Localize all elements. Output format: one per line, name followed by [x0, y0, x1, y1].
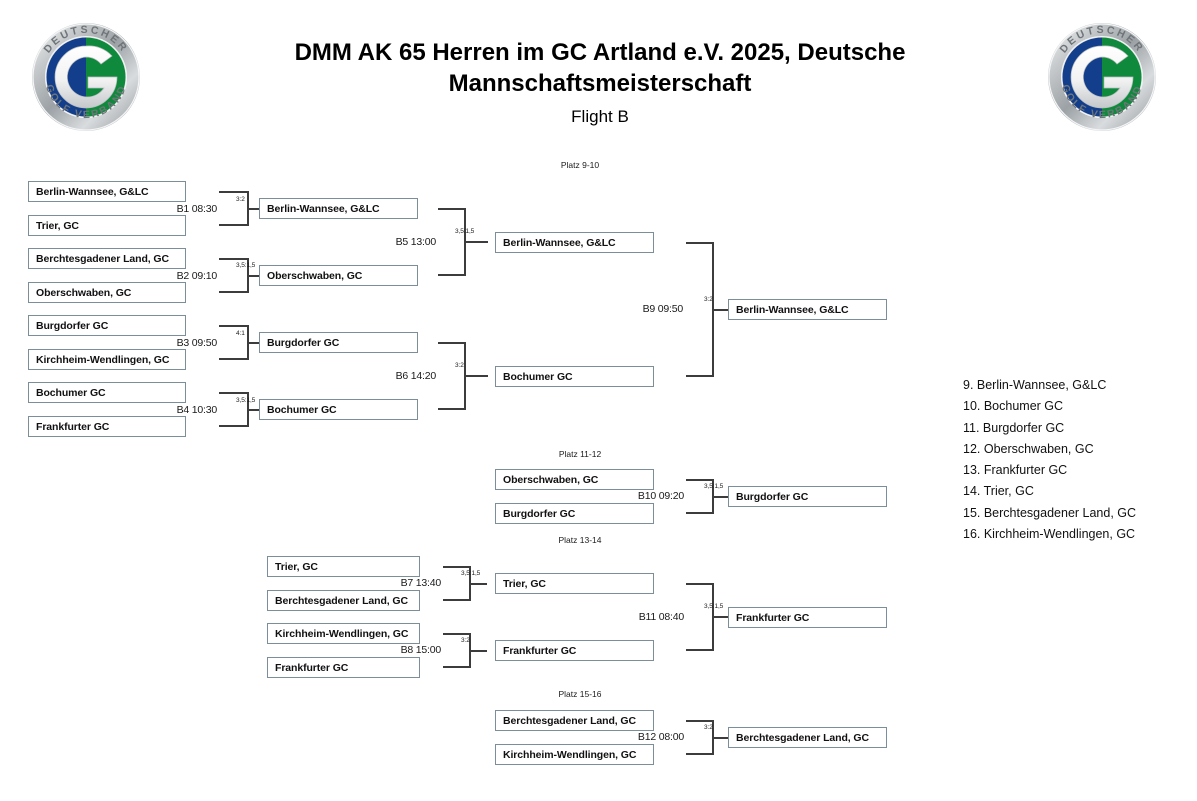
- bracket-connector: [438, 208, 466, 276]
- team-box[interactable]: Frankfurter GC: [267, 657, 420, 678]
- section-label-platz-9-10: Platz 9-10: [560, 160, 600, 170]
- team-box[interactable]: Berchtesgadener Land, GC: [28, 248, 186, 269]
- page-title: DMM AK 65 Herren im GC Artland e.V. 2025…: [294, 39, 906, 97]
- score-label: 3,5:1,5: [704, 483, 724, 490]
- standings-row: 9. Berlin-Wannsee, G&LC: [963, 378, 1107, 392]
- bracket-out-line: [469, 650, 487, 652]
- bracket-out-line: [464, 375, 488, 377]
- score-label: 3:2: [461, 637, 470, 644]
- team-box[interactable]: Trier, GC: [28, 215, 186, 236]
- bracket-out-line: [464, 241, 488, 243]
- dgv-logo-right: DEUTSCHER GOLF VERBAND: [1038, 20, 1166, 134]
- standings-row: 12. Oberschwaben, GC: [963, 441, 1094, 456]
- team-box[interactable]: Kirchheim-Wendlingen, GC: [28, 349, 186, 370]
- standings-row: 10. Bochumer GC: [963, 399, 1064, 414]
- bracket-out-line: [247, 342, 261, 344]
- section-label-platz-11-12: Platz 11-12: [558, 449, 602, 459]
- team-box[interactable]: Burgdorfer GC: [495, 503, 654, 524]
- bracket-out-line: [247, 409, 261, 411]
- team-box[interactable]: Frankfurter GC: [28, 416, 186, 437]
- team-box[interactable]: Oberschwaben, GC: [259, 265, 418, 286]
- team-box[interactable]: Berlin-Wannsee, G&LC: [28, 181, 186, 202]
- match-label: B11 08:40: [638, 611, 684, 623]
- match-label: B1 08:30: [176, 203, 218, 215]
- score-label: 3,5:1,5: [236, 262, 256, 269]
- team-box[interactable]: Trier, GC: [267, 556, 420, 577]
- bracket-connector: [686, 242, 714, 377]
- dgv-logo-left: DEUTSCHER GOLF VERBAND: [22, 20, 150, 134]
- standings-row: 15. Berchtesgadener Land, GC: [963, 505, 1137, 520]
- section-label-platz-15-16: Platz 15-16: [558, 689, 602, 699]
- match-label: B7 13:40: [400, 577, 442, 589]
- score-label: 3,5:1,5: [461, 570, 481, 577]
- team-box[interactable]: Berlin-Wannsee, G&LC: [259, 198, 418, 219]
- score-label: 3:2: [455, 362, 464, 369]
- match-label: B12 08:00: [637, 731, 684, 743]
- score-label: 3,5:1,5: [455, 228, 475, 235]
- team-box[interactable]: Frankfurter GC: [495, 640, 654, 661]
- bracket-connector: [438, 342, 466, 410]
- team-box[interactable]: Kirchheim-Wendlingen, GC: [267, 623, 420, 644]
- score-label: 3:2: [236, 196, 245, 203]
- team-box-winner[interactable]: Berlin-Wannsee, G&LC: [728, 299, 887, 320]
- team-box[interactable]: Bochumer GC: [259, 399, 418, 420]
- score-label: 3:2: [704, 296, 713, 303]
- match-label: B4 10:30: [176, 404, 218, 416]
- team-box-winner[interactable]: Burgdorfer GC: [728, 486, 887, 507]
- team-box-winner[interactable]: Frankfurter GC: [728, 607, 887, 628]
- bracket-out-line: [712, 616, 730, 618]
- bracket-out-line: [712, 496, 730, 498]
- score-label: 3,5:1,5: [236, 397, 256, 404]
- score-label: 3:2: [704, 724, 713, 731]
- bracket-out-line: [247, 208, 261, 210]
- team-box[interactable]: Bochumer GC: [28, 382, 186, 403]
- standings-row: 16. Kirchheim-Wendlingen, GC: [963, 527, 1136, 542]
- page-subtitle: Flight B: [571, 107, 629, 126]
- final-standings-list: 9. Berlin-Wannsee, G&LC 10. Bochumer GC …: [963, 375, 1188, 545]
- section-label-platz-13-14: Platz 13-14: [558, 535, 602, 545]
- bracket-connector: [686, 583, 714, 651]
- team-box[interactable]: Berchtesgadener Land, GC: [495, 710, 654, 731]
- match-label: B10 09:20: [637, 490, 684, 502]
- match-label: B8 15:00: [400, 644, 442, 656]
- match-label: B2 09:10: [176, 270, 218, 282]
- standings-row: 11. Burgdorfer GC: [963, 420, 1065, 435]
- team-box[interactable]: Bochumer GC: [495, 366, 654, 387]
- match-label: B3 09:50: [176, 337, 218, 349]
- team-box[interactable]: Oberschwaben, GC: [495, 469, 654, 490]
- bracket-out-line: [247, 275, 261, 277]
- team-box[interactable]: Trier, GC: [495, 573, 654, 594]
- standings-row: 13. Frankfurter GC: [963, 463, 1068, 478]
- team-box[interactable]: Burgdorfer GC: [259, 332, 418, 353]
- score-label: 3,5:1,5: [704, 603, 724, 610]
- match-label: B6 14:20: [395, 370, 437, 382]
- match-label: B5 13:00: [395, 236, 437, 248]
- bracket-out-line: [469, 583, 487, 585]
- bracket-out-line: [712, 737, 730, 739]
- score-label: 4:1: [236, 330, 245, 337]
- team-box-winner[interactable]: Berchtesgadener Land, GC: [728, 727, 887, 748]
- bracket-out-line: [712, 309, 730, 311]
- team-box[interactable]: Kirchheim-Wendlingen, GC: [495, 744, 654, 765]
- team-box[interactable]: Berlin-Wannsee, G&LC: [495, 232, 654, 253]
- team-box[interactable]: Burgdorfer GC: [28, 315, 186, 336]
- match-label: B9 09:50: [642, 303, 684, 315]
- team-box[interactable]: Oberschwaben, GC: [28, 282, 186, 303]
- standings-row: 14. Trier, GC: [963, 484, 1034, 499]
- team-box[interactable]: Berchtesgadener Land, GC: [267, 590, 420, 611]
